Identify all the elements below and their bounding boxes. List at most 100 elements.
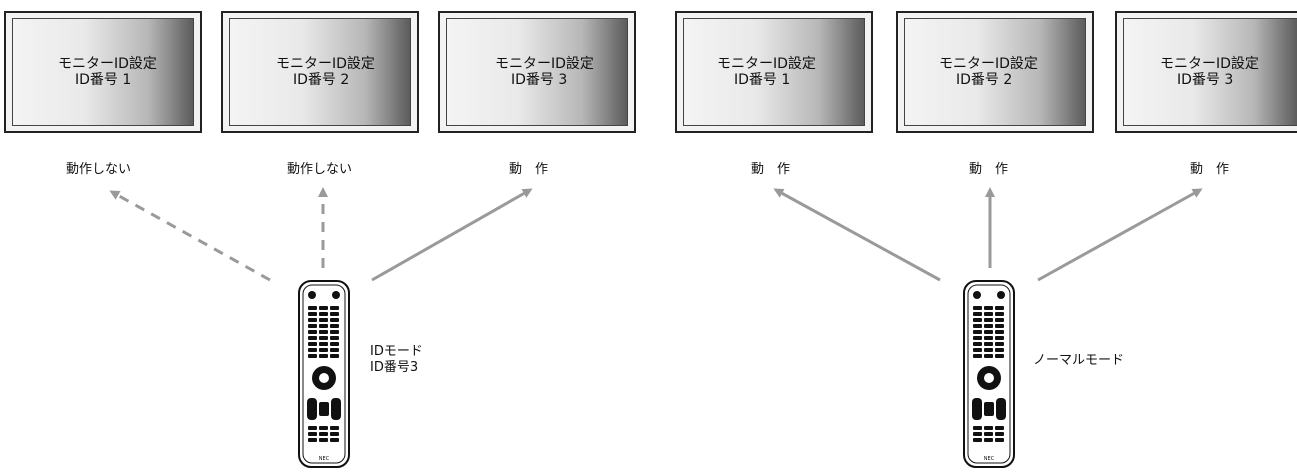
monitor-right-3: モニターID設定 ID番号 3 [1115, 11, 1297, 133]
remote-button [319, 330, 328, 334]
remote-button [330, 348, 339, 352]
remote-button [995, 312, 1004, 316]
remote-button [984, 354, 993, 358]
monitor-right-1: モニターID設定 ID番号 1 [675, 11, 873, 133]
monitor-left-1: モニターID設定 ID番号 1 [4, 11, 202, 133]
arrow-solid-left-3 [371, 188, 533, 282]
monitor-label-line2: ID番号 2 [956, 72, 1013, 88]
status-label-left-2: 動作しない [287, 162, 353, 177]
remote-button [319, 318, 328, 322]
remote-button [984, 438, 993, 442]
remote-button [995, 318, 1004, 322]
remote-button [973, 438, 982, 442]
remote-button [973, 330, 982, 334]
remote-button [308, 312, 317, 316]
remote-button [973, 354, 982, 358]
remote-button [995, 324, 1004, 328]
remote-button [984, 318, 993, 322]
monitor-label-line1: モニターID設定 [1160, 56, 1259, 72]
remote-button [330, 318, 339, 322]
remote-button [308, 330, 317, 334]
monitor-label-line1: モニターID設定 [939, 56, 1038, 72]
remote-brand-label: NEC [319, 456, 330, 462]
remote-button [995, 354, 1004, 358]
arrow-solid-right-1 [773, 188, 941, 282]
remote-button [319, 336, 328, 340]
status-label-right-1: 動 作 [751, 162, 791, 177]
remote-button [308, 342, 317, 346]
remote-button [330, 354, 339, 358]
remote-button [308, 318, 317, 322]
remote-button [308, 432, 317, 436]
remote-button [330, 306, 339, 310]
monitor-label-line2: ID番号 1 [75, 72, 132, 88]
remote-button [984, 330, 993, 334]
remote-button [319, 306, 328, 310]
remote-button [330, 312, 339, 316]
remote-button [308, 438, 317, 442]
remote-mode-label-right: ノーマルモード [1033, 353, 1124, 369]
remote-button [319, 432, 328, 436]
remote-mode-label-left: IDモード ID番号3 [370, 344, 423, 376]
remote-button [984, 342, 993, 346]
monitor-label-line1: モニターID設定 [495, 56, 594, 72]
remote-button [973, 312, 982, 316]
monitor-label-line1: モニターID設定 [58, 56, 157, 72]
remote-button [308, 324, 317, 328]
remote-mode-line1: ノーマルモード [1033, 353, 1125, 368]
monitor-screen: モニターID設定 ID番号 1 [12, 18, 194, 126]
remote-icon: NEC [963, 280, 1015, 468]
remote-button [984, 348, 993, 352]
remote-button [984, 324, 993, 328]
monitor-screen: モニターID設定 ID番号 1 [683, 18, 865, 126]
remote-brand-label: NEC [984, 456, 995, 462]
remote-button [319, 354, 328, 358]
remote-mode-line2: ID番号3 [370, 360, 419, 375]
remote-button [319, 324, 328, 328]
remote-button [330, 438, 339, 442]
remote-button [995, 330, 1004, 334]
remote-button [319, 426, 328, 430]
monitor-label-line1: モニターID設定 [717, 56, 816, 72]
remote-control-left: NEC [297, 280, 351, 468]
remote-button [973, 336, 982, 340]
remote-button [973, 306, 982, 310]
remote-icon: NEC [298, 280, 350, 468]
remote-button [330, 426, 339, 430]
monitor-screen: モニターID設定 ID番号 2 [229, 18, 411, 126]
remote-button [319, 438, 328, 442]
remote-button [973, 432, 982, 436]
arrow-solid-right-3 [1037, 188, 1203, 282]
remote-button [973, 324, 982, 328]
monitor-label-line1: モニターID設定 [276, 56, 375, 72]
status-label-left-1: 動作しない [66, 162, 132, 177]
monitor-left-2: モニターID設定 ID番号 2 [221, 11, 419, 133]
remote-button [308, 306, 317, 310]
status-label-right-2: 動 作 [969, 162, 1009, 177]
monitor-label-line2: ID番号 3 [511, 72, 568, 88]
remote-button [330, 432, 339, 436]
remote-button [984, 306, 993, 310]
status-label-right-3: 動 作 [1190, 162, 1230, 177]
monitor-label-line2: ID番号 3 [1177, 72, 1234, 88]
remote-button [308, 354, 317, 358]
monitor-screen: モニターID設定 ID番号 2 [904, 18, 1086, 126]
remote-button [984, 336, 993, 340]
monitor-screen: モニターID設定 ID番号 3 [1123, 18, 1297, 126]
remote-button [973, 348, 982, 352]
remote-button [330, 330, 339, 334]
remote-control-right: NEC [962, 280, 1016, 468]
remote-button [973, 342, 982, 346]
arrow-dashed-left-1 [109, 190, 271, 282]
remote-button [308, 348, 317, 352]
remote-button [995, 426, 1004, 430]
monitor-right-2: モニターID設定 ID番号 2 [896, 11, 1094, 133]
remote-button [995, 336, 1004, 340]
remote-button [973, 318, 982, 322]
remote-button [995, 348, 1004, 352]
remote-button [973, 426, 982, 430]
remote-button [319, 348, 328, 352]
remote-button [984, 312, 993, 316]
remote-button [330, 342, 339, 346]
